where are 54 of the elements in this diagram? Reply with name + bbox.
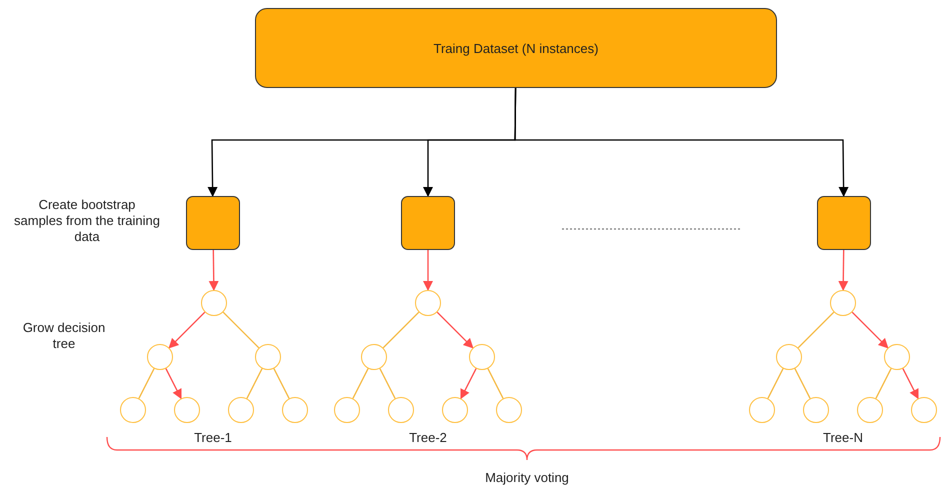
tree-node-circle bbox=[884, 344, 910, 370]
connector-line bbox=[794, 368, 811, 399]
connector-line bbox=[382, 312, 420, 348]
annotation-text: Majority voting bbox=[484, 470, 570, 486]
dataset-box bbox=[255, 8, 777, 88]
arrow bbox=[436, 312, 474, 349]
tree-node-circle bbox=[388, 397, 414, 423]
annotation-text: Grow decision tree bbox=[22, 320, 106, 352]
tree-node-circle bbox=[120, 397, 146, 423]
arrow bbox=[838, 250, 848, 291]
tree-node-circle bbox=[228, 397, 254, 423]
connector-line bbox=[798, 312, 834, 348]
tree-node-circle bbox=[255, 344, 281, 370]
connector-line bbox=[138, 368, 155, 399]
arrow bbox=[460, 368, 477, 400]
connector-line bbox=[273, 368, 290, 399]
connector-line bbox=[487, 368, 504, 399]
connector-line bbox=[767, 368, 784, 399]
tree-node-circle bbox=[415, 290, 441, 316]
annotation-text: Tree-1 bbox=[193, 430, 233, 446]
tree-node-circle bbox=[803, 397, 829, 423]
tree-node-circle bbox=[147, 344, 173, 370]
connector-line bbox=[352, 368, 369, 399]
tree-node-circle bbox=[830, 290, 856, 316]
connector-line bbox=[379, 368, 396, 399]
connector-line bbox=[222, 312, 260, 348]
arrow bbox=[514, 88, 849, 197]
sample-box bbox=[817, 196, 871, 250]
annotation-text: Tree-N bbox=[822, 430, 864, 446]
tree-node-circle bbox=[334, 397, 360, 423]
tree-node-circle bbox=[776, 344, 802, 370]
tree-node-circle bbox=[911, 397, 937, 423]
tree-node-circle bbox=[442, 397, 468, 423]
box-text: Traing Dataset (N instances) bbox=[434, 40, 598, 56]
tree-node-circle bbox=[496, 397, 522, 423]
connector-line bbox=[875, 368, 892, 399]
tree-node-circle bbox=[282, 397, 308, 423]
tree-node-circle bbox=[361, 344, 387, 370]
arrow bbox=[423, 250, 433, 291]
arrow bbox=[902, 368, 919, 400]
arrow bbox=[168, 312, 206, 349]
arrow bbox=[165, 368, 182, 400]
tree-node-circle bbox=[469, 344, 495, 370]
connector-line bbox=[246, 368, 263, 399]
tree-node-circle bbox=[749, 397, 775, 423]
annotation-text: Create bootstrap samples from the training data bbox=[14, 197, 160, 245]
sample-box bbox=[401, 196, 455, 250]
arrow bbox=[208, 250, 219, 291]
tree-node-circle bbox=[857, 397, 883, 423]
annotation-text: Tree-2 bbox=[408, 430, 448, 446]
tree-node-circle bbox=[201, 290, 227, 316]
sample-box bbox=[186, 196, 240, 250]
arrow bbox=[852, 312, 889, 349]
tree-node-circle bbox=[174, 397, 200, 423]
